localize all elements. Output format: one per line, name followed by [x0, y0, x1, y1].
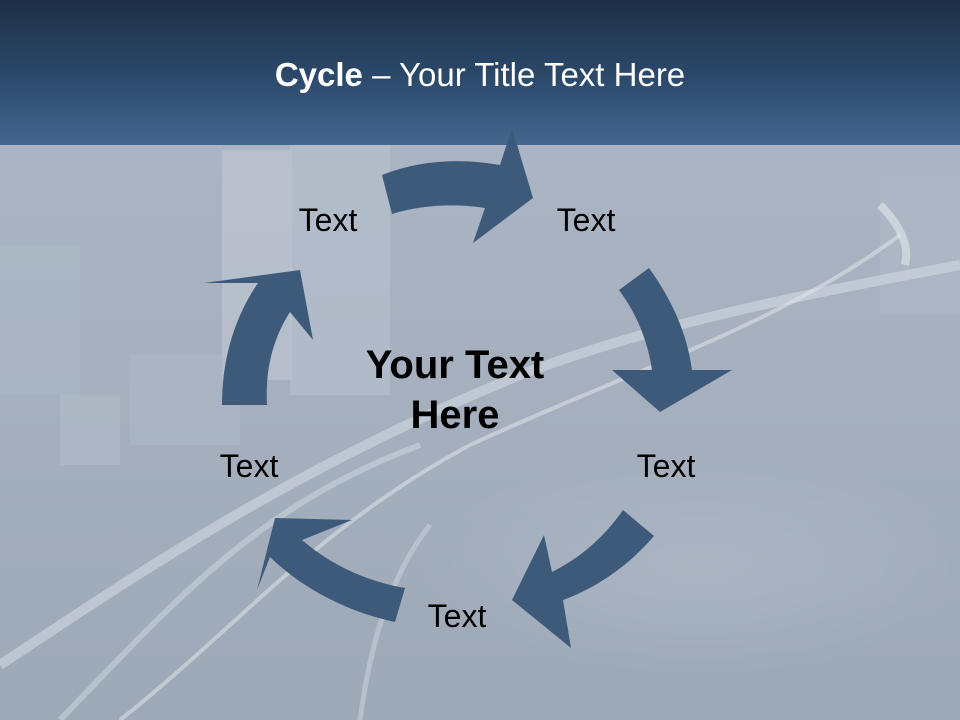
cycle-arrow-2: [612, 268, 732, 412]
center-text: Your Text Here: [330, 340, 580, 440]
cycle-arrow-5: [204, 270, 313, 405]
cycle-node-5-label: Text: [219, 448, 279, 484]
slide-title: Cycle – Your Title Text Here: [0, 52, 960, 98]
cycle-arrow-3: [512, 510, 654, 648]
center-text-line-2: Here: [410, 393, 500, 437]
cycle-node-4-label: Text: [427, 598, 487, 634]
title-rest: – Your Title Text Here: [362, 56, 686, 93]
cycle-arrow-4: [257, 518, 405, 622]
cycle-arrow-1: [382, 128, 533, 243]
title-bold: Cycle: [274, 56, 363, 93]
center-text-line-1: Your Text: [365, 343, 545, 387]
cycle-node-1-label: Text: [298, 202, 358, 238]
city-background-image: [0, 145, 960, 720]
cycle-node-2-label: Text: [556, 202, 616, 238]
cycle-node-3-label: Text: [636, 448, 696, 484]
title-band: Cycle – Your Title Text Here: [0, 0, 960, 145]
city-background: [0, 145, 960, 720]
